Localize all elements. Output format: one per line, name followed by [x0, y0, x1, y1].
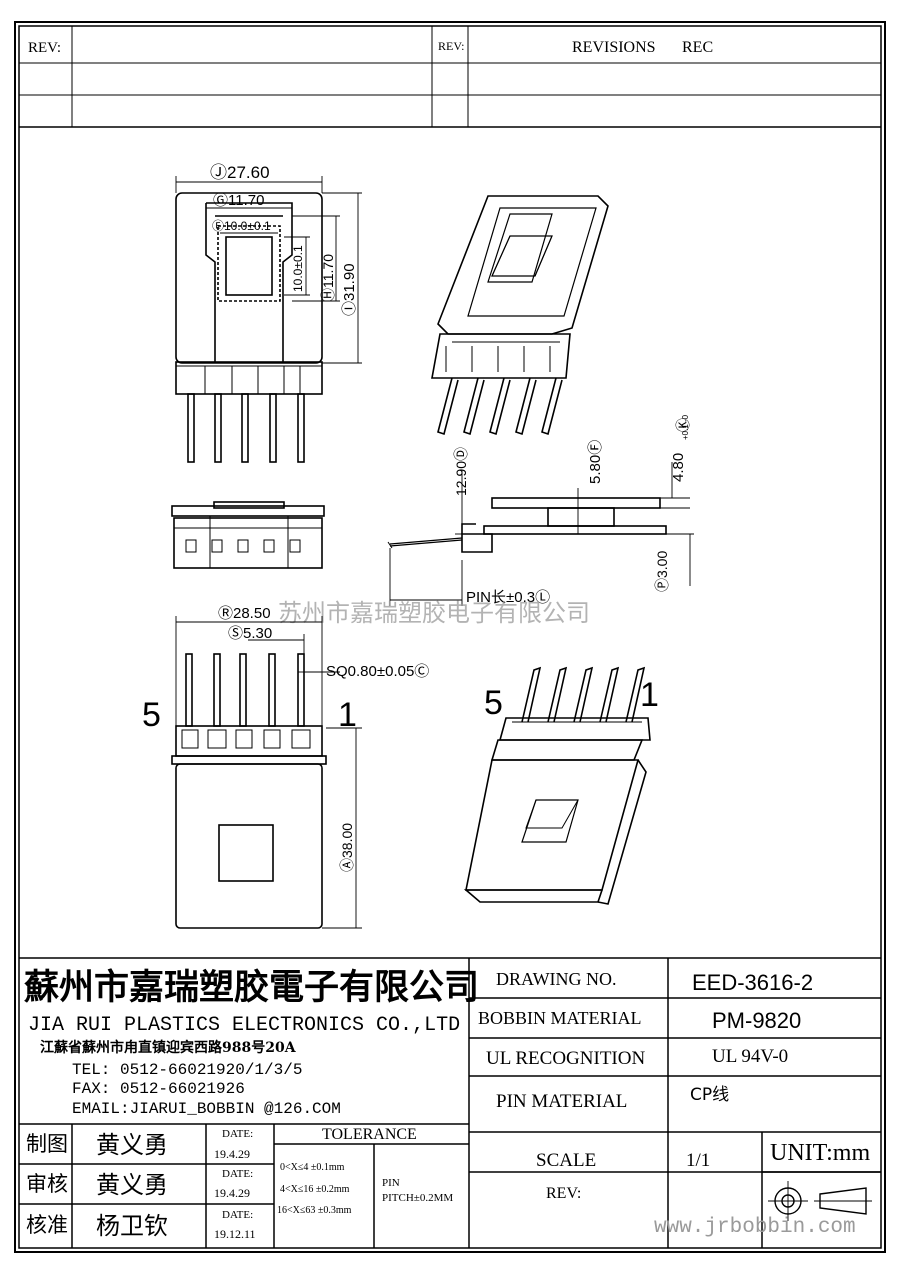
tolerance-row-1: 0<X≤4 ±0.1mm [280, 1162, 345, 1173]
drawing-no-value: EED-3616-2 [692, 970, 813, 995]
sign-date-checked: 19.4.29 [214, 1186, 250, 1200]
company-address: 江蘇省蘇州市甪直镇迎宾西路988号20A [40, 1039, 297, 1056]
sign-date-label-approved: DATE: [222, 1209, 253, 1221]
dim-window-outer: Ⓖ11.70 [213, 192, 264, 209]
ul-recognition-value: UL 94V-0 [712, 1046, 788, 1067]
sign-name-approved: 杨卫钦 [96, 1212, 168, 1240]
sign-role-checked: 审核 [26, 1172, 68, 1196]
tolerance-label: TOLERANCE [322, 1126, 417, 1143]
company-fax: FAX: 0512-66021926 [72, 1080, 245, 1098]
pin-label-5-bottom: 5 [142, 696, 161, 734]
revision-block [19, 26, 881, 128]
pin-pitch-label: PIN [382, 1177, 400, 1189]
rec-label: REC [682, 39, 713, 56]
bobbin-material-value: PM-9820 [712, 1008, 801, 1033]
dim-3-00: Ⓟ3.00 [654, 551, 670, 592]
dim-4-80-tol: +0.1 -0 [681, 414, 690, 440]
sign-name-drawn: 黄义勇 [96, 1131, 168, 1159]
watermark-center: 苏州市嘉瑞塑胶电子有限公司 [278, 599, 590, 627]
dim-bottom-length: Ⓐ38.00 [339, 823, 355, 872]
sheet-border [14, 21, 886, 1253]
unit-label: UNIT:mm [770, 1140, 870, 1166]
pin-pitch-value: PITCH±0.2MM [382, 1192, 453, 1204]
scale-label: SCALE [536, 1150, 596, 1171]
drawing-no-label: DRAWING NO. [496, 969, 617, 989]
website-watermark: www.jrbobbin.com [654, 1216, 856, 1239]
dim-pin-length: PIN长±0.3Ⓛ [466, 589, 550, 606]
company-name-cn: 蘇州市嘉瑞塑胶電子有限公司 [24, 967, 479, 1008]
iso-view-top [431, 195, 609, 436]
revisions-label: REVISIONS [572, 39, 656, 56]
dim-height-overall: Ⓘ31.90 [341, 263, 358, 316]
dim-4-80: 4.80 [670, 453, 687, 482]
side-view-left [171, 501, 325, 569]
sign-date-label-checked: DATE: [222, 1168, 253, 1180]
sheet-inner-border [18, 25, 882, 1249]
dim-pin-sq: SQ0.80±0.05Ⓒ [326, 663, 429, 680]
tolerance-row-2: 4<X≤16 ±0.2mm [280, 1184, 350, 1195]
pin-material-value: CP线 [690, 1085, 729, 1105]
bobbin-material-label: BOBBIN MATERIAL [478, 1008, 642, 1028]
dim-5-80: 5.80Ⓕ [587, 440, 604, 484]
side-view-right [387, 462, 694, 606]
ul-recognition-label: UL RECOGNITION [486, 1048, 645, 1069]
dim-core-height: 10.0±0.1 [291, 245, 305, 292]
dim-window-height: Ⓗ11.70 [320, 254, 336, 302]
company-tel: TEL: 0512-66021920/1/3/5 [72, 1061, 302, 1079]
company-name-en: JIA RUI PLASTICS ELECTRONICS CO.,LTD [28, 1014, 460, 1037]
dim-bottom-width: Ⓡ28.50 [218, 605, 271, 622]
dim-12-90: 12.90Ⓓ [453, 447, 469, 496]
company-email: EMAIL:JIARUI_BOBBIN @126.COM [72, 1100, 341, 1118]
dim-bottom-pitch: Ⓢ5.30 [228, 625, 272, 642]
rev-label-right: REV: [438, 39, 464, 53]
pin-material-label: PIN MATERIAL [496, 1091, 627, 1112]
sign-date-label-drawn: DATE: [222, 1128, 253, 1140]
sign-date-approved: 19.12.11 [214, 1227, 256, 1241]
pin-label-1-iso: 1 [640, 676, 659, 714]
tolerance-row-3: 16<X≤63 ±0.3mm [277, 1205, 352, 1216]
iso-view-bottom [463, 666, 651, 905]
sign-role-approved: 核准 [26, 1213, 68, 1237]
scale-value: 1/1 [686, 1150, 710, 1171]
projection-symbol-icon [768, 1181, 872, 1221]
title-block-grid [19, 957, 881, 1248]
pin-label-1-bottom: 1 [338, 696, 357, 734]
sign-role-drawn: 制图 [26, 1132, 68, 1156]
top-view [175, 176, 362, 463]
sign-date-drawn: 19.4.29 [214, 1147, 250, 1161]
dim-4-80-ref: Ⓚ [675, 418, 691, 432]
sign-name-checked: 黄义勇 [96, 1171, 168, 1199]
pin-label-5-iso: 5 [484, 684, 503, 722]
rev-label-bottom: REV: [546, 1185, 581, 1202]
rev-label-left: REV: [28, 40, 61, 56]
dim-width-overall: Ⓙ27.60 [210, 163, 270, 182]
bottom-view [171, 616, 362, 929]
dim-window-inner: Ⓔ10.0±0.1 [212, 219, 271, 233]
